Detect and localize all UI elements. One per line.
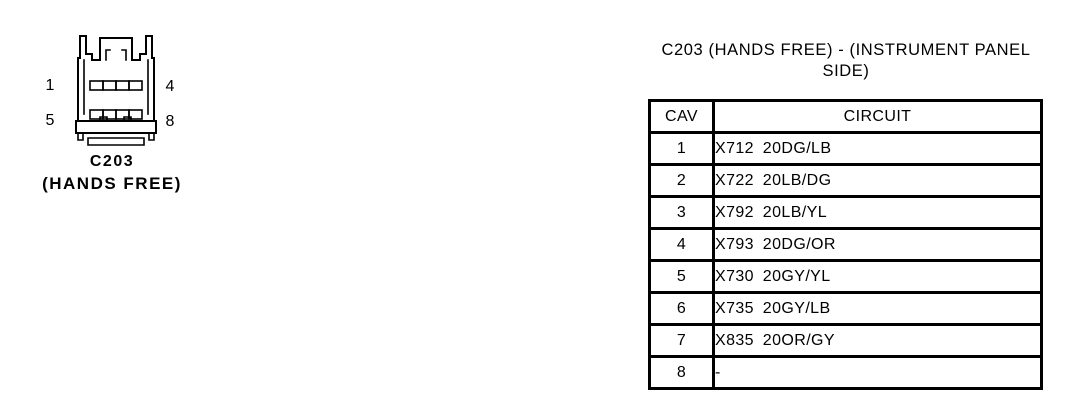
header-cav: CAV [648, 99, 715, 134]
pin-label-1: 1 [45, 77, 55, 94]
table-row: 6 X735 20GY/LB [648, 291, 1043, 326]
table-row: 7 X835 20OR/GY [648, 323, 1043, 358]
cav-cell: 6 [648, 291, 715, 326]
circuit-cell: X712 20DG/LB [712, 131, 1043, 166]
pin-label-4: 4 [165, 78, 175, 95]
connector-caption-name: (HANDS FREE) [42, 174, 182, 193]
table-row: 3 X792 20LB/YL [648, 195, 1043, 230]
table-title: C203 (HANDS FREE) - (INSTRUMENT PANEL SI… [661, 41, 1031, 80]
connector-diagram-icon [75, 35, 157, 146]
connector-figure: 1 4 5 8 C203 (HANDS FREE) [0, 0, 260, 240]
table-row: 2 X722 20LB/DG [648, 163, 1043, 198]
cav-cell: 3 [648, 195, 715, 230]
table-header-row: CAV CIRCUIT [648, 99, 1043, 134]
circuit-cell: X835 20OR/GY [712, 323, 1043, 358]
table-row: 1 X712 20DG/LB [648, 131, 1043, 166]
circuit-cell: X792 20LB/YL [712, 195, 1043, 230]
circuit-cell: X735 20GY/LB [712, 291, 1043, 326]
pin-label-5: 5 [45, 112, 55, 129]
table-row: 4 X793 20DG/OR [648, 227, 1043, 262]
cav-cell: 4 [648, 227, 715, 262]
cav-cell: 1 [648, 131, 715, 166]
table-row: 8 - [648, 355, 1043, 390]
cav-cell: 7 [648, 323, 715, 358]
circuit-cell: X730 20GY/YL [712, 259, 1043, 294]
cav-cell: 8 [648, 355, 715, 390]
table-row: 5 X730 20GY/YL [648, 259, 1043, 294]
cav-cell: 5 [648, 259, 715, 294]
connector-caption-id: C203 [89, 153, 135, 170]
cav-cell: 2 [648, 163, 715, 198]
circuit-cell: X793 20DG/OR [712, 227, 1043, 262]
pin-label-8: 8 [165, 113, 175, 130]
circuit-cell: X722 20LB/DG [712, 163, 1043, 198]
pinout-table: CAV CIRCUIT 1 X712 20DG/LB 2 X722 20LB/D… [648, 99, 1043, 390]
header-circuit: CIRCUIT [712, 99, 1043, 134]
circuit-cell: - [712, 355, 1043, 390]
